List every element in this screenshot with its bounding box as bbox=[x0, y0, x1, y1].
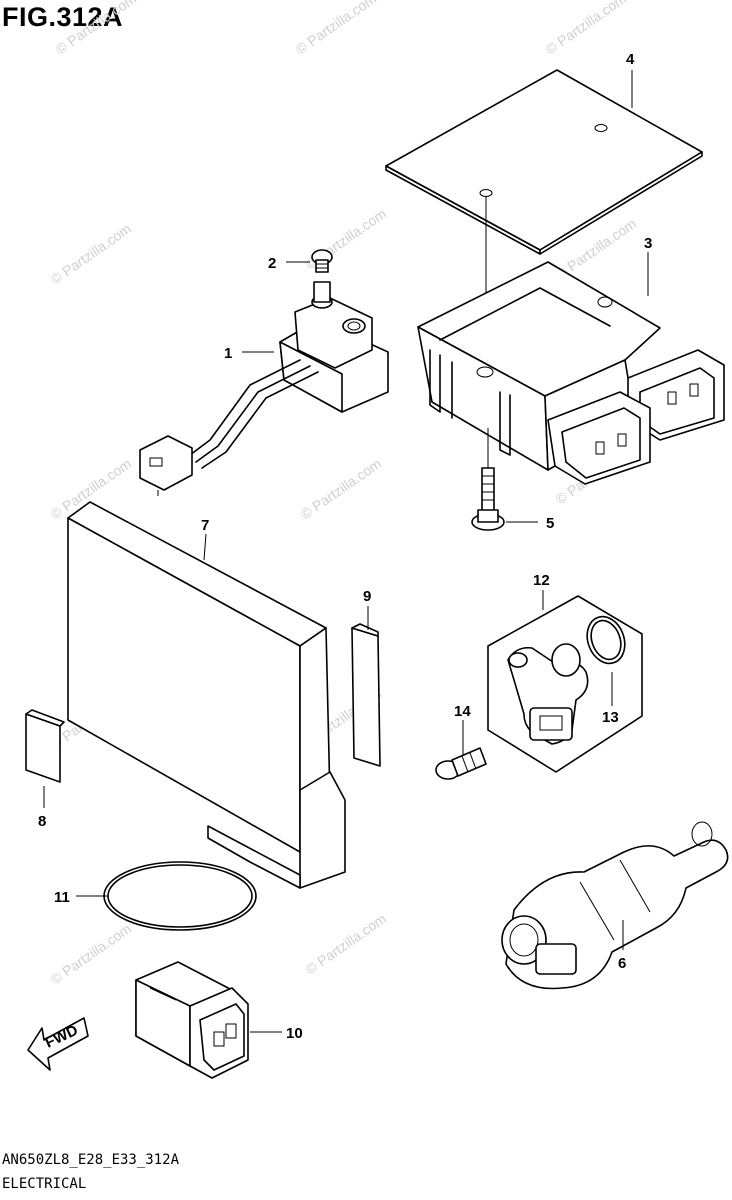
part-12-sensor[interactable] bbox=[487, 595, 643, 773]
callout-3[interactable]: 3 bbox=[644, 235, 652, 252]
watermark: © Partzilla.com bbox=[53, 0, 139, 57]
model-code: AN650ZL8_E28_E33_312A bbox=[2, 1152, 180, 1168]
part-5-bolt[interactable] bbox=[471, 428, 505, 531]
callout-5[interactable]: 5 bbox=[546, 515, 554, 532]
part-3-module-box[interactable] bbox=[417, 261, 725, 485]
figure-title: FIG.312A bbox=[2, 2, 124, 32]
fwd-arrow: FWD bbox=[27, 1017, 89, 1071]
section-name: ELECTRICAL bbox=[2, 1176, 87, 1192]
watermark: © Partzilla.com bbox=[303, 910, 389, 977]
callout-1[interactable]: 1 bbox=[224, 345, 232, 362]
part-11-o-ring[interactable] bbox=[103, 861, 257, 931]
callout-13[interactable]: 13 bbox=[602, 709, 619, 726]
part-7-control-unit[interactable] bbox=[67, 501, 346, 889]
callout-8[interactable]: 8 bbox=[38, 813, 46, 830]
callout-12[interactable]: 12 bbox=[533, 572, 550, 589]
part-1-relay[interactable] bbox=[139, 281, 389, 496]
callout-9[interactable]: 9 bbox=[363, 588, 371, 605]
callout-7[interactable]: 7 bbox=[201, 517, 209, 534]
watermark: © Partzilla.com bbox=[48, 920, 134, 987]
watermark: © Partzilla.com bbox=[293, 0, 379, 57]
callout-14[interactable]: 14 bbox=[454, 703, 471, 720]
part-8-small-pad[interactable] bbox=[25, 709, 65, 783]
callout-4[interactable]: 4 bbox=[626, 51, 635, 68]
watermark: © Partzilla.com bbox=[543, 0, 629, 57]
watermark: © Partzilla.com bbox=[298, 455, 384, 522]
part-4-cover-plate[interactable] bbox=[385, 69, 703, 363]
callout-6[interactable]: 6 bbox=[618, 955, 626, 972]
callout-labels: 4 3 2 1 5 7 9 8 11 10 12 13 14 6 bbox=[38, 51, 652, 1042]
part-6-ignition-coil[interactable] bbox=[501, 821, 729, 990]
callout-10[interactable]: 10 bbox=[286, 1025, 303, 1042]
part-9-strip-pad[interactable] bbox=[351, 623, 381, 767]
callout-11[interactable]: 11 bbox=[54, 889, 70, 906]
part-2-screw[interactable] bbox=[311, 249, 333, 273]
leader-lines bbox=[43, 70, 649, 1033]
part-14-bolt[interactable] bbox=[435, 747, 487, 780]
callout-2[interactable]: 2 bbox=[268, 255, 276, 272]
part-10-connector[interactable] bbox=[135, 961, 249, 1079]
watermark: © Partzilla.com bbox=[48, 220, 134, 287]
part-13-ring[interactable] bbox=[581, 611, 631, 668]
